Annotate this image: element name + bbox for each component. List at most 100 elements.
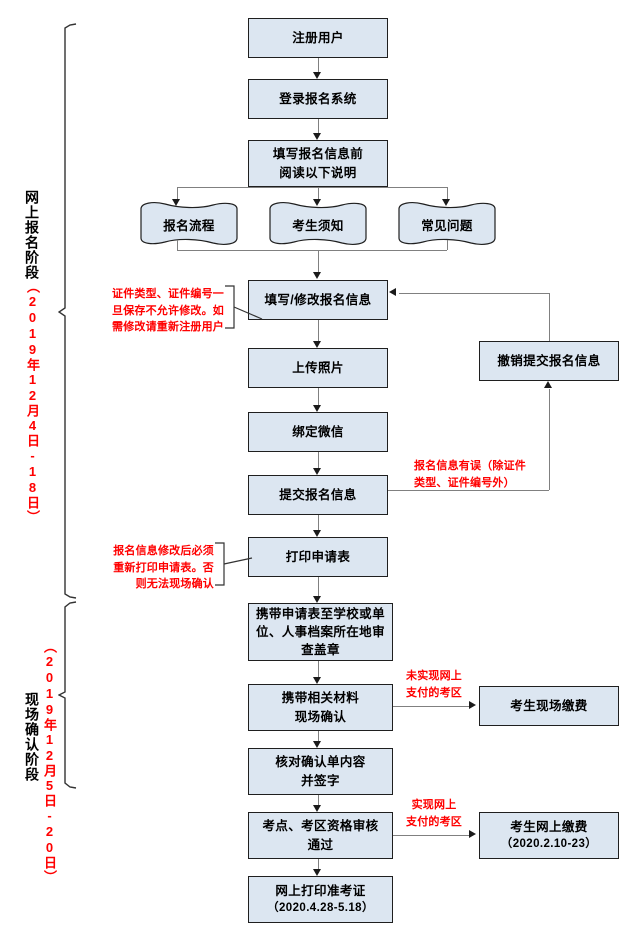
node-qualification-line1: 考点、考区资格审核 xyxy=(262,819,379,834)
connector-doc-flow-down xyxy=(177,240,178,250)
connector-upload-wechat xyxy=(318,388,319,405)
connector-print-takeform xyxy=(318,577,319,596)
note-wrong-info-line1: 报名信息有误（除证件 xyxy=(414,460,526,472)
node-print-admission[interactable]: 网上打印准考证 （2020.4.28-5.18） xyxy=(248,876,393,923)
node-register-user-label: 注册用户 xyxy=(292,30,344,45)
node-upload-photo[interactable]: 上传照片 xyxy=(248,348,388,388)
connector-onsite-verify xyxy=(318,731,319,741)
note-reprint-line3: 则无法现场确认 xyxy=(135,578,214,590)
node-print-admission-line1: 网上打印准考证 xyxy=(275,884,366,899)
node-verify-sign[interactable]: 核对确认单内容 并签字 xyxy=(248,748,393,795)
node-doc-flow[interactable]: 报名流程 xyxy=(139,200,239,248)
note-reprint-line2: 重新打印申请表。否 xyxy=(113,561,214,574)
connector-register-login xyxy=(318,58,319,72)
node-withdraw-submit[interactable]: 撤销提交报名信息 xyxy=(479,341,619,381)
arrow-verify-qualification xyxy=(313,805,321,812)
node-verify-sign-line1: 核对确认单内容 xyxy=(275,755,366,770)
connector-verify-qualification xyxy=(318,795,319,805)
connector-onsite-pay xyxy=(393,706,469,707)
note-no-online-pay: 未实现网上 支付的考区 xyxy=(396,668,472,701)
stage-date-onsite: （2019年12月5日-20日） xyxy=(42,640,57,884)
node-submit-info[interactable]: 提交报名信息 xyxy=(248,475,388,515)
node-online-pay[interactable]: 考生网上缴费 （2020.2.10-23） xyxy=(479,812,619,859)
connector-qualification-admission xyxy=(318,859,319,869)
connector-docs-merge xyxy=(177,250,447,251)
node-fill-modify-label: 填写/修改报名信息 xyxy=(264,292,372,307)
connector-bus-right-drop xyxy=(447,187,448,201)
node-bind-wechat[interactable]: 绑定微信 xyxy=(248,412,388,452)
note-id-lock-line1: 证件类型、证件编号一 xyxy=(112,288,224,300)
stage-date-online: （2019年12月4日-18日） xyxy=(25,280,40,524)
arrow-withdraw-fill xyxy=(389,288,396,296)
arrow-register-login xyxy=(313,72,321,79)
note-no-online-pay-line2: 支付的考区 xyxy=(406,686,462,699)
stage-label-online: 网上报名阶段（2019年12月4日-18日） xyxy=(22,190,42,524)
node-withdraw-submit-label: 撤销提交报名信息 xyxy=(497,353,601,368)
note-reprint: 报名信息修改后必须 重新打印申请表。否 则无法现场确认 xyxy=(94,543,214,593)
arrow-qualification-admission xyxy=(313,869,321,876)
arrow-merge-fill xyxy=(313,272,321,279)
node-read-notice-line1: 填写报名信息前 xyxy=(272,147,364,162)
connector-withdraw-up xyxy=(549,293,550,341)
note-id-lock: 证件类型、证件编号一 旦保存不允许修改。如 需修改请重新注册用户 xyxy=(84,286,224,336)
note-wrong-info: 报名信息有误（除证件 类型、证件编号外） xyxy=(414,458,574,491)
note-id-lock-line2: 旦保存不允许修改。如 xyxy=(112,304,224,317)
node-online-pay-line2: （2020.2.10-23） xyxy=(500,838,598,851)
connector-bus-mid-drop xyxy=(318,187,319,201)
node-register-user[interactable]: 注册用户 xyxy=(248,18,388,58)
stage-brace-online xyxy=(58,22,78,600)
node-take-form[interactable]: 携带申请表至学校或单 位、人事档案所在地审 查盖章 xyxy=(248,603,393,661)
node-print-admission-line2: （2020.4.28-5.18） xyxy=(267,902,374,915)
node-take-form-line2: 位、人事档案所在地审 xyxy=(255,624,385,639)
node-upload-photo-label: 上传照片 xyxy=(292,360,344,375)
node-login-system-label: 登录报名系统 xyxy=(279,91,357,106)
note-reprint-line1: 报名信息修改后必须 xyxy=(113,545,214,557)
connector-login-notice xyxy=(318,119,319,133)
arrow-wechat-submit xyxy=(313,468,321,475)
stage-title-onsite: 现场确认阶段 xyxy=(24,692,40,782)
connector-wechat-submit xyxy=(318,452,319,468)
node-submit-info-label: 提交报名信息 xyxy=(279,487,357,502)
stage-title-online: 网上报名阶段 xyxy=(24,190,40,280)
node-onsite-confirm-line2: 现场确认 xyxy=(294,709,347,724)
node-qualification-line2: 通过 xyxy=(307,837,334,852)
connector-withdraw-to-fill xyxy=(399,293,549,294)
node-print-form[interactable]: 打印申请表 xyxy=(248,537,388,577)
node-onsite-pay-label: 考生现场缴费 xyxy=(510,698,588,713)
node-read-notice-line2: 阅读以下说明 xyxy=(279,165,357,180)
node-take-form-line3: 查盖章 xyxy=(301,643,340,658)
node-read-notice[interactable]: 填写报名信息前 阅读以下说明 xyxy=(248,140,388,187)
note-has-online-pay-line1: 实现网上 xyxy=(411,799,457,811)
node-qualification[interactable]: 考点、考区资格审核 通过 xyxy=(248,812,393,859)
note-reprint-leader xyxy=(214,541,254,587)
node-take-form-line1: 携带申请表至学校或单 xyxy=(255,606,385,621)
node-doc-notice[interactable]: 考生须知 xyxy=(268,200,368,248)
stage-date-onsite-wrap: （2019年12月5日-20日） xyxy=(40,640,59,884)
node-onsite-pay[interactable]: 考生现场缴费 xyxy=(479,686,619,726)
arrow-bus-doc-flow xyxy=(172,199,180,206)
connector-notice-bus xyxy=(177,187,447,188)
arrow-login-notice xyxy=(313,133,321,140)
node-onsite-confirm-line1: 携带相关材料 xyxy=(281,691,360,706)
arrow-upload-wechat xyxy=(313,405,321,412)
arrow-onsite-verify xyxy=(313,741,321,748)
node-verify-sign-line2: 并签字 xyxy=(301,773,340,788)
connector-merge-to-fill xyxy=(318,250,319,272)
connector-fill-upload xyxy=(318,320,319,341)
note-has-online-pay-line2: 支付的考区 xyxy=(406,815,462,828)
arrow-submit-print xyxy=(313,530,321,537)
note-wrong-info-line2: 类型、证件编号外） xyxy=(414,476,515,489)
arrow-takeform-onsite xyxy=(313,677,321,684)
arrow-bus-doc-faq xyxy=(442,199,450,206)
connector-doc-faq-down xyxy=(447,240,448,250)
connector-takeform-onsite xyxy=(318,661,319,677)
note-has-online-pay: 实现网上 支付的考区 xyxy=(396,797,472,830)
connector-submit-right xyxy=(388,490,549,491)
arrow-onsite-pay xyxy=(469,701,476,709)
arrow-fill-upload xyxy=(313,341,321,348)
node-fill-modify[interactable]: 填写/修改报名信息 xyxy=(248,280,388,320)
arrow-to-withdraw xyxy=(544,381,552,388)
node-onsite-confirm[interactable]: 携带相关材料 现场确认 xyxy=(248,684,393,731)
node-login-system[interactable]: 登录报名系统 xyxy=(248,79,388,119)
